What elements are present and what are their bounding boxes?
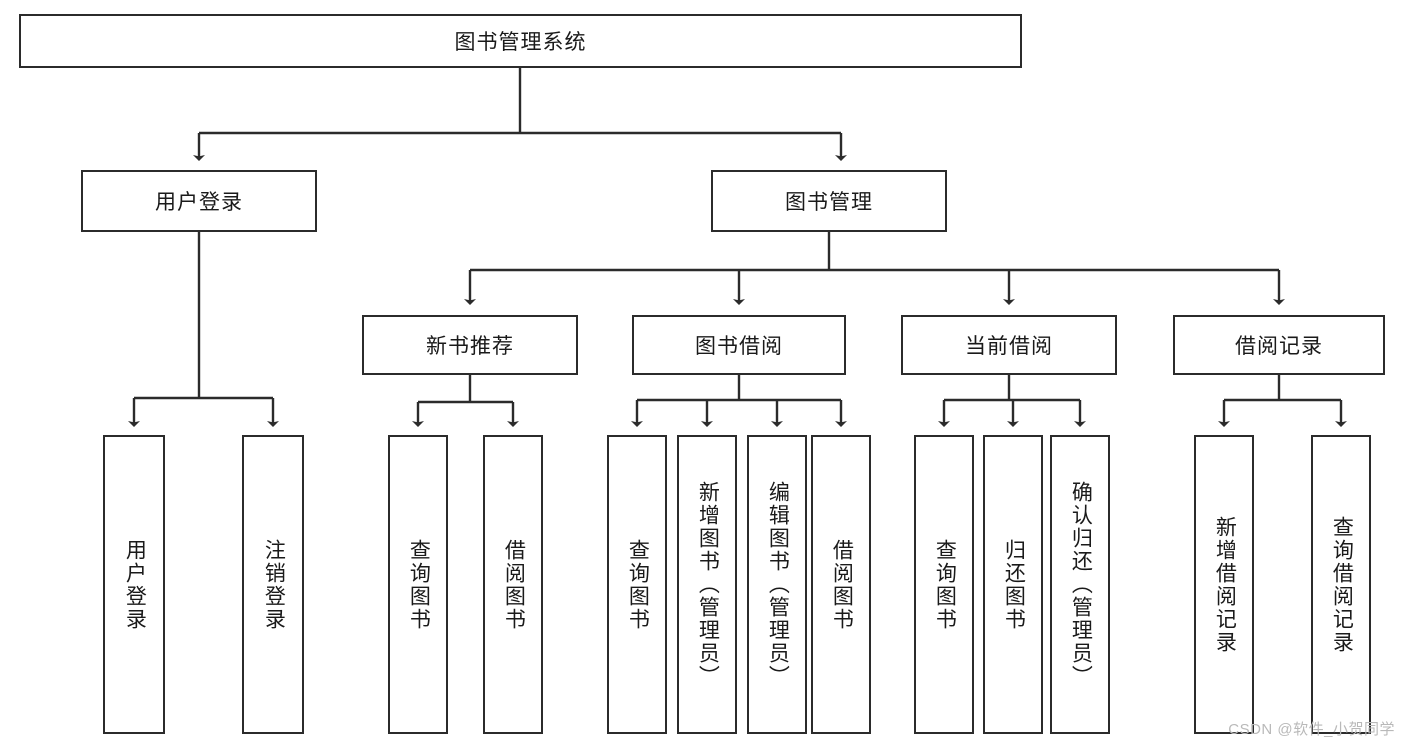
leaf-query-book-current[interactable]: 查询图书: [914, 435, 974, 734]
node-borrow-record[interactable]: 借阅记录: [1173, 315, 1385, 375]
node-label: 新增图书（管理员）: [696, 481, 720, 688]
leaf-query-book-borrow[interactable]: 查询图书: [607, 435, 667, 734]
node-label: 图书管理: [785, 191, 873, 214]
node-label: 确认归还（管理员）: [1069, 481, 1093, 688]
node-new-book-recommend[interactable]: 新书推荐: [362, 315, 578, 375]
leaf-borrow-book[interactable]: 借阅图书: [811, 435, 871, 734]
node-user-login[interactable]: 用户登录: [81, 170, 317, 232]
node-label: 注销登录: [262, 538, 286, 631]
leaf-add-borrow-record[interactable]: 新增借阅记录: [1194, 435, 1254, 734]
leaf-query-borrow-record[interactable]: 查询借阅记录: [1311, 435, 1371, 734]
node-label: 用户登录: [123, 538, 147, 631]
node-root[interactable]: 图书管理系统: [19, 14, 1022, 68]
watermark-text: CSDN @软件_小贺同学: [1228, 721, 1395, 738]
node-label: 新增借阅记录: [1213, 515, 1237, 654]
node-label: 借阅图书: [830, 538, 854, 631]
node-label: 查询图书: [933, 538, 957, 631]
node-label: 图书管理系统: [454, 31, 587, 54]
node-label: 归还图书: [1002, 538, 1026, 631]
leaf-add-book-admin[interactable]: 新增图书（管理员）: [677, 435, 737, 734]
node-label: 查询借阅记录: [1330, 515, 1354, 654]
node-label: 当前借阅: [965, 335, 1053, 358]
leaf-return-book[interactable]: 归还图书: [983, 435, 1043, 734]
node-current-borrow[interactable]: 当前借阅: [901, 315, 1117, 375]
leaf-confirm-return-admin[interactable]: 确认归还（管理员）: [1050, 435, 1110, 734]
node-label: 借阅图书: [502, 538, 526, 631]
node-label: 图书借阅: [695, 335, 783, 358]
node-label: 查询图书: [626, 538, 650, 631]
node-label: 查询图书: [407, 538, 431, 631]
node-label: 用户登录: [155, 191, 243, 214]
node-label: 新书推荐: [426, 335, 514, 358]
leaf-query-book-recommend[interactable]: 查询图书: [388, 435, 448, 734]
leaf-logout[interactable]: 注销登录: [242, 435, 304, 734]
leaf-borrow-book-recommend[interactable]: 借阅图书: [483, 435, 543, 734]
node-book-management[interactable]: 图书管理: [711, 170, 947, 232]
node-label: 借阅记录: [1235, 335, 1323, 358]
node-book-borrow[interactable]: 图书借阅: [632, 315, 846, 375]
node-label: 编辑图书（管理员）: [766, 481, 790, 688]
leaf-edit-book-admin[interactable]: 编辑图书（管理员）: [747, 435, 807, 734]
leaf-user-login[interactable]: 用户登录: [103, 435, 165, 734]
